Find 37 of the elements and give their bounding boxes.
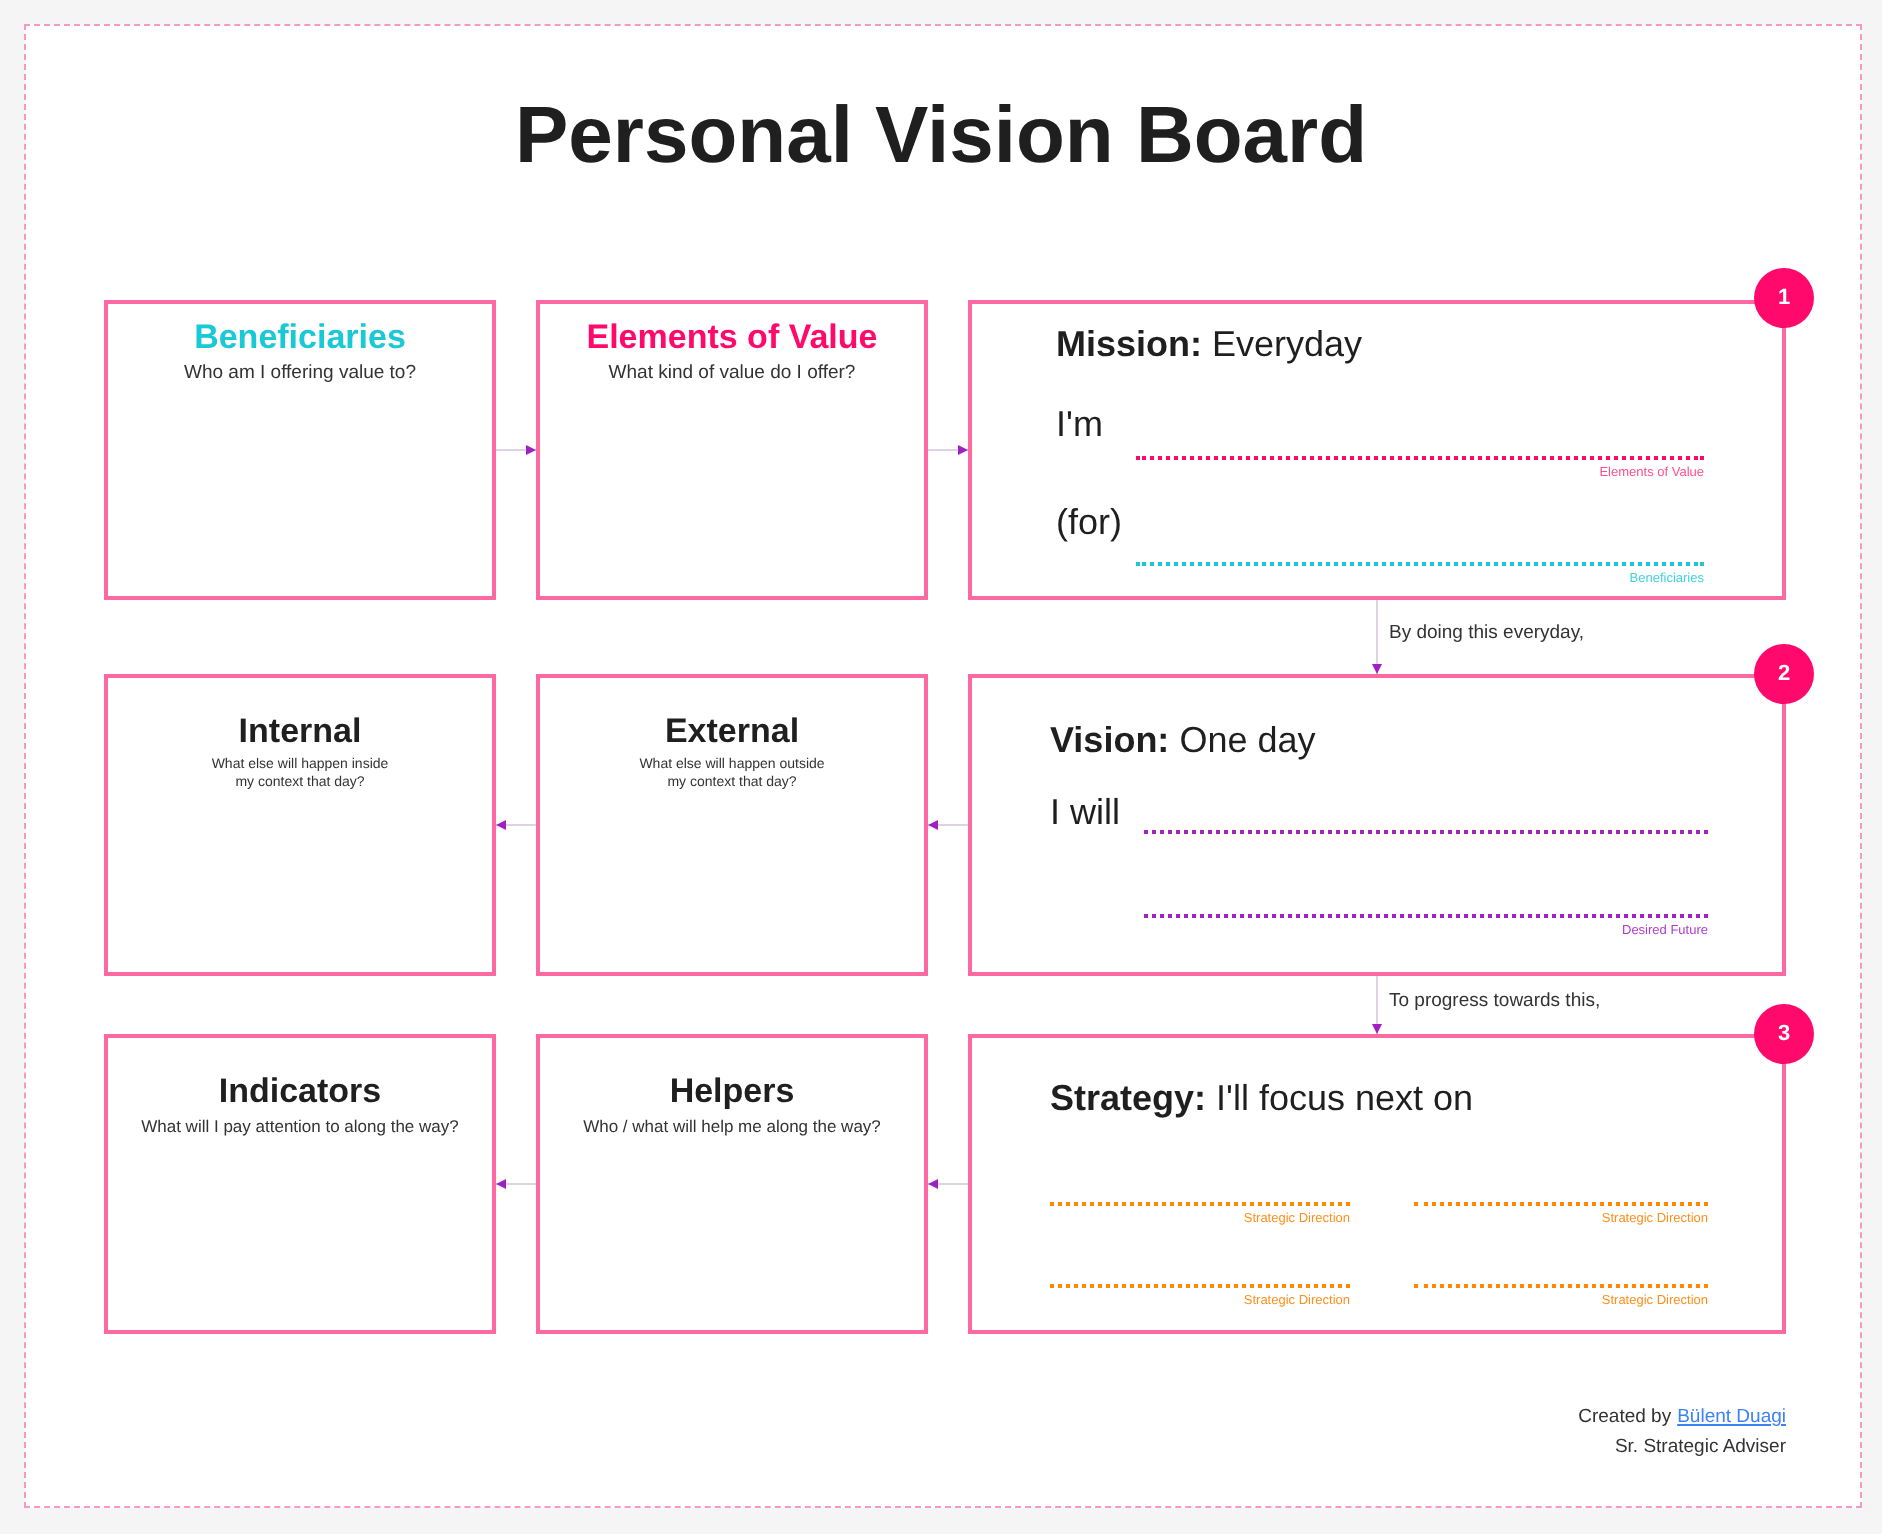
- author-role: Sr. Strategic Adviser: [1614, 1434, 1786, 1460]
- statement-panel: [968, 300, 1786, 600]
- question-card: [104, 1034, 496, 1334]
- card-heading: Indicators: [218, 1070, 382, 1114]
- statement-prompt: I'm: [1056, 402, 1103, 446]
- arrow: [927, 820, 969, 830]
- question-card: [104, 300, 496, 600]
- arrow: [1372, 975, 1382, 1035]
- card-heading: Helpers: [669, 1070, 795, 1114]
- card-heading: External: [664, 710, 800, 754]
- arrow: [495, 1179, 537, 1189]
- statement-heading: Vision: One day: [1050, 718, 1316, 762]
- statement-prompt: I will: [1050, 790, 1120, 834]
- arrow: [927, 1179, 969, 1189]
- question-card: [536, 1034, 928, 1334]
- card-heading: Beneficiaries: [194, 316, 406, 360]
- card-question: What will I pay attention to along the way?: [141, 1116, 459, 1139]
- card-heading: Elements of Value: [586, 316, 878, 360]
- edge-label: By doing this everyday,: [1385, 619, 1589, 645]
- edge-label: To progress towards this,: [1385, 987, 1605, 1013]
- arrow: [495, 820, 537, 830]
- question-card: [536, 300, 928, 600]
- arrow: [495, 445, 537, 455]
- card-heading: Internal: [238, 710, 362, 754]
- arrow: [1372, 599, 1382, 675]
- statement-prompt: (for): [1056, 500, 1122, 544]
- board-title: Personal Vision Board: [514, 90, 1368, 184]
- card-question: What kind of value do I offer?: [608, 362, 856, 388]
- card-question: Who am I offering value to?: [184, 362, 416, 388]
- question-card: [536, 674, 928, 976]
- statement-heading: Strategy: I'll focus next on: [1050, 1076, 1474, 1120]
- credit-text: Created by: [1578, 1404, 1672, 1430]
- card-question: Who / what will help me along the way?: [583, 1116, 881, 1139]
- question-card: [104, 674, 496, 976]
- arrow: [927, 445, 969, 455]
- author-link: Bülent Duagi: [1677, 1404, 1786, 1430]
- statement-heading: Mission: Everyday: [1056, 322, 1363, 366]
